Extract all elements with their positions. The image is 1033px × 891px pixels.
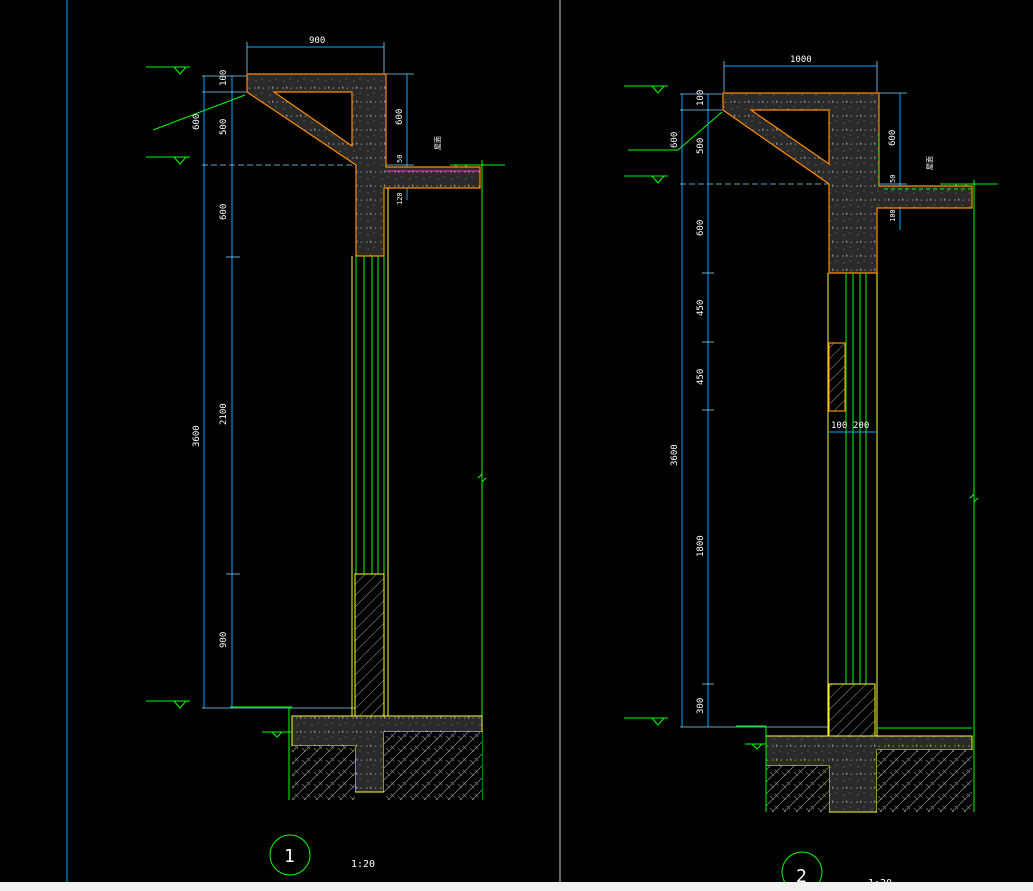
dim-top-1: 900 bbox=[246, 36, 385, 73]
dim-600: 600 bbox=[696, 220, 706, 236]
dim-100: 100 bbox=[219, 70, 229, 86]
dim-500: 500 bbox=[219, 119, 229, 135]
lower-wall-1 bbox=[355, 574, 384, 716]
drawing-1-label: 1 bbox=[284, 846, 295, 867]
dim-top-width: 900 bbox=[309, 36, 325, 46]
wall-lines-1 bbox=[355, 256, 385, 574]
dim-1800: 1800 bbox=[696, 535, 706, 557]
dim-450-b: 450 bbox=[696, 369, 706, 385]
dim-3600: 3600 bbox=[670, 444, 680, 466]
dim-right-600: 600 bbox=[395, 109, 405, 125]
foundation-2 bbox=[766, 736, 972, 812]
dim-500: 500 bbox=[696, 138, 706, 154]
dim-300: 300 bbox=[696, 698, 706, 714]
section-drawing-1: 100 500 600 600 2100 900 3600 900 600 50… bbox=[146, 36, 505, 876]
drawing-1-scale: 1:20 bbox=[351, 859, 375, 870]
dim-600-outer: 600 bbox=[192, 114, 202, 130]
dim-600: 600 bbox=[219, 204, 229, 220]
dim-bottom-100: 100 bbox=[831, 421, 847, 431]
dim-top-2: 1000 bbox=[723, 55, 878, 92]
dim-100: 100 bbox=[696, 90, 706, 106]
dim-900: 900 bbox=[219, 632, 229, 648]
section-drawing-2: 100 500 600 600 450 450 1800 300 3600 10… bbox=[624, 55, 998, 891]
dim-600-outer: 600 bbox=[670, 132, 680, 148]
wall-lines-2 bbox=[845, 273, 867, 684]
drawing-1-marker-circle bbox=[269, 834, 311, 876]
level-markers-2 bbox=[624, 85, 998, 750]
dim-450-a: 450 bbox=[696, 300, 706, 316]
dim-top-width: 1000 bbox=[790, 55, 812, 65]
drawing-2-marker-circle bbox=[781, 851, 823, 891]
dim-right-2: 600 50 100 屋面 bbox=[879, 92, 934, 230]
dim-chain-left-1: 100 500 600 600 2100 900 3600 bbox=[192, 70, 360, 709]
roof-note: 屋面 bbox=[434, 136, 442, 150]
foundation-1 bbox=[292, 716, 482, 792]
parapet-concrete-2 bbox=[723, 93, 972, 273]
drawing-2-label: 2 bbox=[796, 866, 807, 887]
dim-right-50: 50 bbox=[396, 155, 404, 163]
dim-chain-left-2: 100 500 600 600 450 450 1800 300 3600 bbox=[670, 90, 830, 728]
sill-block-2 bbox=[829, 343, 845, 411]
dim-right-120: 120 bbox=[396, 192, 404, 205]
parapet-concrete-1 bbox=[247, 74, 480, 256]
dim-3600: 3600 bbox=[192, 425, 202, 447]
roof-note: 屋面 bbox=[926, 156, 934, 170]
bottom-strip bbox=[0, 882, 1033, 891]
dim-2100: 2100 bbox=[219, 403, 229, 425]
dim-right-50: 50 bbox=[889, 175, 897, 183]
dim-right-100: 100 bbox=[889, 209, 897, 222]
dim-bottom-200: 200 bbox=[853, 421, 869, 431]
lower-wall-2 bbox=[829, 684, 875, 736]
dim-right-600: 600 bbox=[888, 130, 898, 146]
